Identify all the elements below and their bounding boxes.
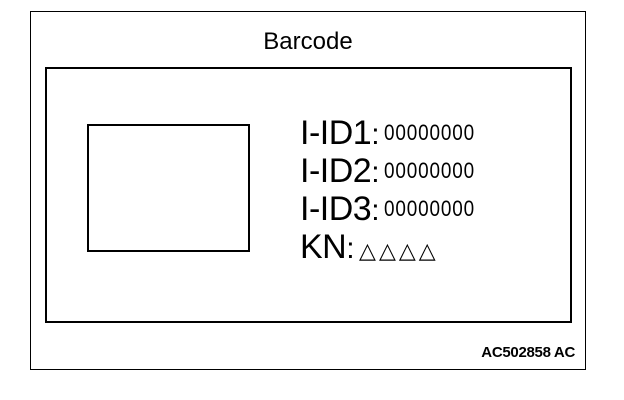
field-colon: : bbox=[371, 156, 380, 189]
field-key: KN bbox=[300, 228, 347, 266]
field-value: 00000000 bbox=[383, 158, 476, 183]
diagram-title: Barcode bbox=[263, 28, 353, 55]
barcode-label-panel: I-ID1: 00000000 I-ID2: 00000000 I-ID3: 0… bbox=[45, 67, 572, 323]
field-row-kn: KN: △△△△ bbox=[300, 228, 490, 266]
figure-code: AC502858 AC bbox=[481, 344, 575, 361]
field-row-i-id2: I-ID2: 00000000 bbox=[300, 152, 490, 190]
field-key: I-ID1 bbox=[300, 114, 372, 152]
field-key: I-ID2 bbox=[300, 152, 372, 190]
field-row-i-id1: I-ID1: 00000000 bbox=[300, 114, 490, 152]
field-value: 00000000 bbox=[383, 120, 476, 145]
field-colon: : bbox=[371, 194, 380, 227]
field-value: △△△△ bbox=[359, 238, 439, 263]
figure-frame: Barcode I-ID1: 00000000 I-ID2: 00000000 … bbox=[30, 11, 586, 370]
field-key: I-ID3 bbox=[300, 190, 372, 228]
barcode-area bbox=[87, 124, 250, 252]
field-colon: : bbox=[371, 118, 380, 151]
id-field-list: I-ID1: 00000000 I-ID2: 00000000 I-ID3: 0… bbox=[300, 114, 490, 266]
field-colon: : bbox=[346, 232, 355, 265]
field-row-i-id3: I-ID3: 00000000 bbox=[300, 190, 490, 228]
field-value: 00000000 bbox=[383, 196, 476, 221]
